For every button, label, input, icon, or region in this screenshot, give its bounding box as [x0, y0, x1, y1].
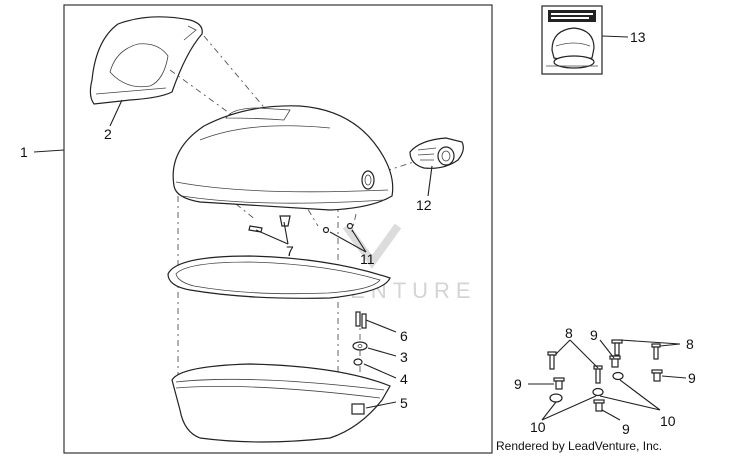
- callout-3: 3: [400, 349, 408, 365]
- callout-9-top: 9: [590, 327, 598, 343]
- part-top-case-dome: [172, 105, 394, 211]
- part-lower-base: [171, 363, 391, 443]
- callout-10-right: 10: [660, 413, 676, 429]
- callout-9-right: 9: [688, 370, 696, 386]
- leader-lines: [33, 35, 687, 421]
- callout-5: 5: [400, 395, 408, 411]
- callout-1: 1: [20, 144, 28, 160]
- callout-13: 13: [630, 29, 646, 45]
- part-lid-cover: [89, 16, 203, 105]
- part-lock-handle: [409, 137, 464, 169]
- callout-10-left: 10: [530, 419, 546, 435]
- callout-6: 6: [400, 328, 408, 344]
- callout-11: 11: [360, 251, 375, 267]
- rendered-by-footer: Rendered by LeadVenture, Inc.: [496, 439, 663, 453]
- assembly-frame: [63, 4, 493, 454]
- part-seal-ring: [167, 255, 391, 299]
- callout-12: 12: [416, 197, 432, 213]
- callout-2: 2: [104, 126, 112, 142]
- part-base-fasteners: [352, 311, 368, 366]
- callout-4: 4: [400, 371, 408, 387]
- callout-7: 7: [286, 243, 294, 259]
- callout-9-bottom: 9: [622, 421, 630, 437]
- callout-labels: 1 2 13 12 7 11 6 3 4 5 8 9 8 9 9 10 10 9: [20, 29, 696, 437]
- callout-8-right: 8: [686, 336, 694, 352]
- part-hardware-group: [547, 339, 663, 412]
- part-dome-screws: [248, 215, 354, 234]
- callout-9-left: 9: [514, 376, 522, 392]
- part-warning-label: [541, 5, 603, 75]
- callout-8-left: 8: [565, 325, 573, 341]
